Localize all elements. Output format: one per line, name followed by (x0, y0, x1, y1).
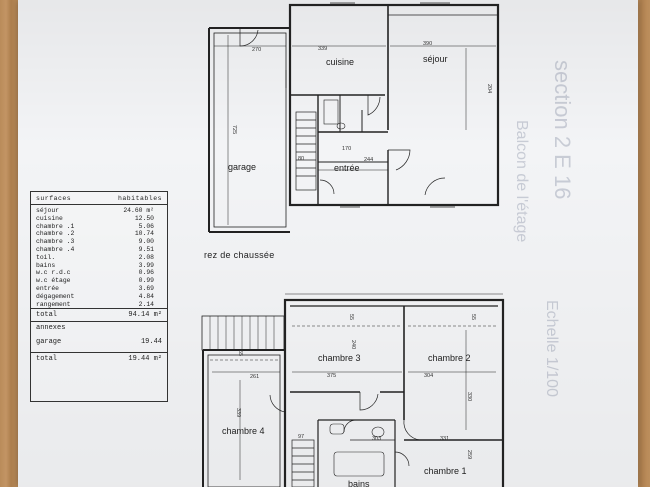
surface-label: chambre .1 (36, 222, 75, 230)
surfaces-rows: séjour 24.60 m² cuisine 12.50 chambre .1 5.06… (31, 205, 167, 308)
surface-label: bains (36, 261, 56, 269)
garage-row: garage 19.44 (31, 334, 167, 352)
label-chambre-3: chambre 3 (318, 353, 361, 363)
total-label: total (36, 311, 58, 320)
surfaces-header-right: habitables (117, 195, 162, 202)
surface-label: dégagement (36, 292, 75, 300)
surface-value: 0.96 (138, 269, 154, 277)
label-entree: entrée (334, 163, 360, 173)
dim-97: 97 (298, 434, 304, 440)
annexes-label: annexes (36, 324, 66, 333)
dim-339: 339 (318, 46, 327, 52)
surface-value: 10.74 (134, 230, 154, 238)
dim-339-upper: 339 (235, 408, 241, 417)
surface-label: séjour (36, 207, 60, 214)
surface-label: w.c r.d.c (36, 269, 71, 277)
dim-270: 270 (252, 47, 261, 53)
dim-330: 330 (466, 392, 472, 401)
ground-floor-caption: rez de chaussée (204, 250, 275, 260)
dim-331: 331 (440, 436, 449, 442)
surface-value: 5.06 (138, 222, 154, 230)
dim-259: 259 (466, 450, 472, 459)
dim-204: 204 (486, 84, 492, 93)
surface-value: 9.00 (138, 238, 154, 246)
surface-row: entrée 3.69 (36, 285, 162, 293)
ground-floor-main-walls (288, 3, 500, 207)
surface-label: w.c étage (36, 277, 71, 285)
surface-value: 2.14 (138, 300, 154, 308)
dim-375: 375 (327, 373, 336, 379)
dim-303: 303 (372, 436, 381, 442)
surface-label: rangement (36, 300, 71, 308)
dim-240: 240 (350, 340, 356, 349)
total2-value: 19.44 m² (128, 355, 162, 364)
surface-row: chambre .2 10.74 (36, 230, 162, 238)
surface-row: dégagement 4.84 (36, 293, 162, 301)
surface-row: rangement 2.14 (36, 301, 162, 309)
surface-value: 3.69 (138, 284, 154, 292)
annexes-total-row: total 19.44 m² (31, 353, 167, 365)
surfaces-table-header: surfaces habitables (31, 192, 167, 205)
surface-label: toil. (36, 253, 56, 261)
surface-label: chambre .4 (36, 245, 75, 253)
surface-row: chambre .1 5.06 (36, 223, 162, 231)
surface-label: chambre .2 (36, 230, 75, 238)
dim-304: 304 (424, 373, 433, 379)
garage-label: garage (36, 338, 62, 347)
total-value: 94.14 m² (128, 311, 162, 320)
surface-value: 9.51 (138, 245, 154, 253)
dim-170: 170 (342, 146, 351, 152)
dim-80: 80 (298, 156, 304, 162)
surface-value: 0.99 (138, 277, 154, 285)
dim-55-b: 55 (470, 314, 476, 320)
label-bains: bains (348, 479, 370, 487)
dim-725: 725 (231, 125, 237, 134)
annexes-row: annexes (31, 322, 167, 334)
surface-value: 12.50 (134, 214, 154, 222)
surface-row: chambre .4 9.51 (36, 246, 162, 254)
dim-55-c: 55 (237, 350, 243, 356)
surface-row: w.c r.d.c 0.96 (36, 269, 162, 277)
surface-row: chambre .3 9.00 (36, 238, 162, 246)
surfaces-total-row: total 94.14 m² (31, 309, 167, 321)
surface-row: w.c étage 0.99 (36, 277, 162, 285)
floor-plan-sheet (18, 0, 638, 487)
dim-244: 244 (364, 157, 373, 163)
label-chambre-2: chambre 2 (428, 353, 471, 363)
surface-value: 2.08 (138, 253, 154, 261)
surface-label: cuisine (36, 214, 63, 222)
label-garage: garage (228, 162, 256, 172)
surface-row: cuisine 12.50 (36, 215, 162, 223)
surface-value: 3.99 (138, 261, 154, 269)
total2-label: total (36, 355, 58, 364)
label-cuisine: cuisine (326, 57, 354, 67)
surfaces-header-left: surfaces (36, 195, 72, 202)
surface-value: 24.60 m² (123, 207, 154, 214)
surface-label: chambre .3 (36, 238, 75, 246)
dim-55-a: 55 (348, 314, 354, 320)
surface-label: entrée (36, 284, 60, 292)
upper-floor-main-walls (283, 298, 505, 487)
surface-row: bains 3.99 (36, 262, 162, 270)
dim-390: 390 (423, 41, 432, 47)
label-chambre-1: chambre 1 (424, 466, 467, 476)
label-sejour: séjour (423, 54, 448, 64)
label-chambre-4: chambre 4 (222, 426, 265, 436)
dim-261: 261 (250, 374, 259, 380)
surface-value: 4.84 (138, 292, 154, 300)
surface-row: séjour 24.60 m² (36, 207, 162, 215)
garage-value: 19.44 (140, 338, 162, 347)
surface-row: toil. 2.08 (36, 254, 162, 262)
